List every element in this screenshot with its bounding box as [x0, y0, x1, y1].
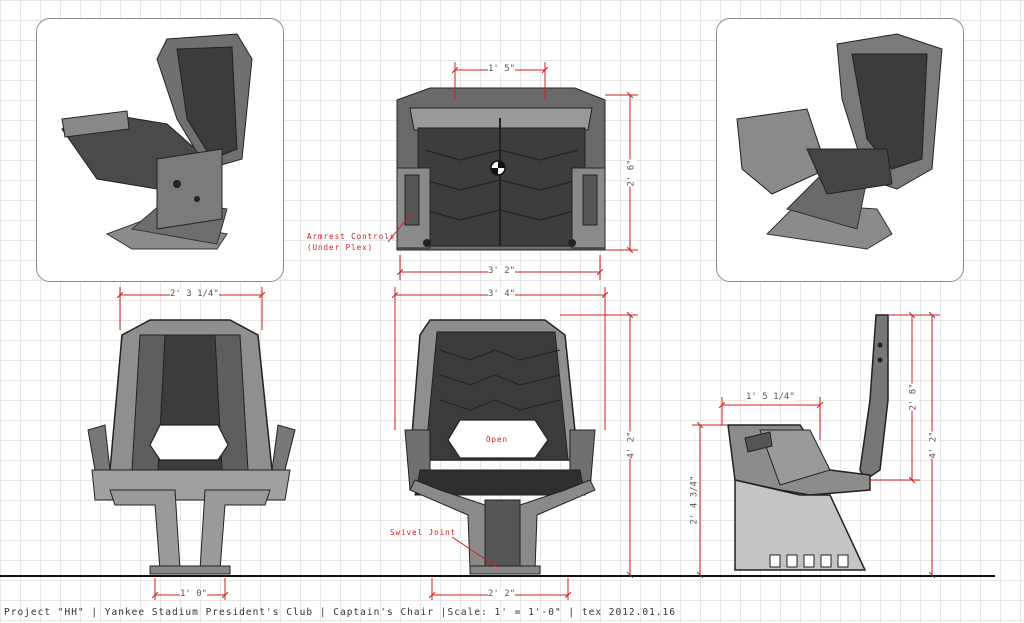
armrest-controls-sublabel: (Under Plex) [307, 243, 374, 252]
open-note: Open [486, 435, 509, 444]
perspective-view-left [36, 18, 284, 282]
dim-side-back-height: 2' 8" [908, 383, 919, 411]
dim-side-seat-height: 2' 4 3/4" [689, 475, 700, 525]
dim-front-height: 4' 2" [626, 431, 637, 459]
armrest-controls-note: Armrest Controls (Under Plex) [307, 231, 395, 253]
dim-base-back: 1' 0" [180, 589, 208, 599]
perspective-view-right [716, 18, 964, 282]
dim-side-overall-height: 4' 2" [928, 431, 939, 459]
dim-side-seat-depth: 1' 5 1/4" [746, 392, 795, 402]
dim-front-width: 3' 4" [488, 289, 516, 299]
dim-base-front: 2' 2" [488, 589, 516, 599]
dim-back-width: 2' 3 1/4" [170, 289, 219, 299]
swivel-joint-note: Swivel Joint [390, 528, 457, 537]
side-view [727, 314, 889, 571]
dim-top-width: 1' 5" [488, 64, 516, 74]
dim-top-depth: 2' 6" [626, 159, 637, 187]
front-view [404, 319, 596, 575]
title-block-caption: Project "HH" | Yankee Stadium President'… [4, 607, 676, 618]
dim-top-overall-width: 3' 2" [488, 266, 516, 276]
armrest-controls-label: Armrest Controls [307, 232, 396, 241]
plan-view [396, 87, 606, 251]
back-view [87, 319, 296, 575]
